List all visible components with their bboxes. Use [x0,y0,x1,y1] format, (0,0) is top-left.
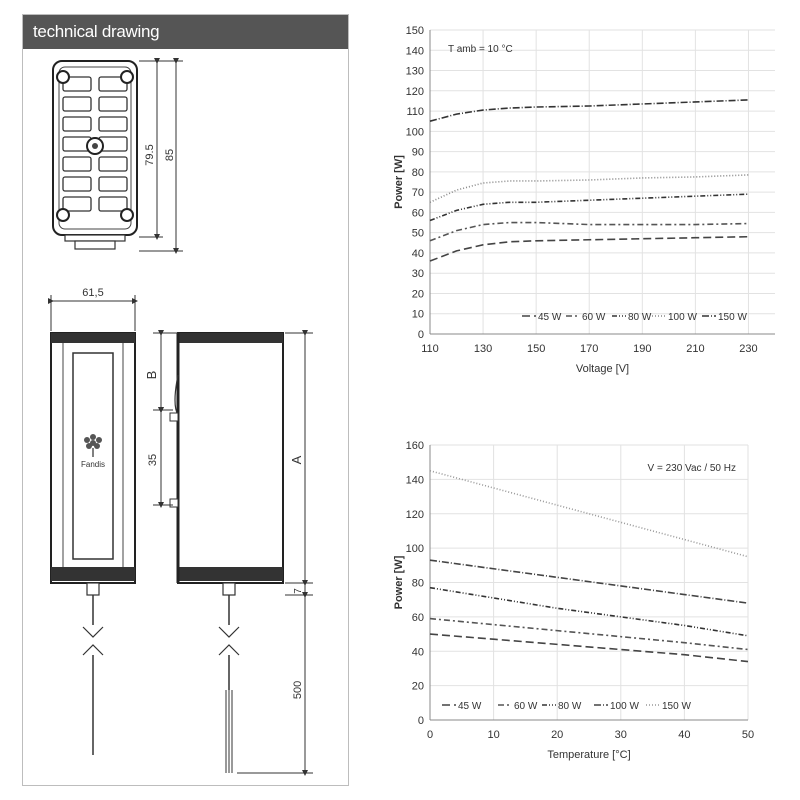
chart2-y-tick-label: 120 [406,509,424,521]
chart2-legend-label: 150 W [662,701,691,712]
chart2-x-tick-label: 30 [615,729,627,741]
chart1-series-line [429,221,749,242]
chart1-legend-label: 100 W [668,312,697,323]
chart1-series-line [429,193,749,222]
power-vs-voltage-chart: 0 10 20 30 40 50 60 70 80 90 100 110 120 130 140 150 110… [393,25,775,375]
chart2-y-tick-label: 60 [412,612,424,624]
chart2-x-tick-label: 10 [487,729,499,741]
chart1-plot-area [430,30,775,334]
chart1-y-tick-label: 150 [406,25,424,37]
chart2-series-line [429,470,749,558]
chart1-y-tick-label: 100 [406,126,424,138]
chart1-legend-label: 45 W [538,312,562,323]
dimension-35: 35 [147,454,159,466]
front-view-dimensions [139,58,183,254]
chart2-x-tick-label: 40 [678,729,690,741]
chart1-y-tick-label: 60 [412,207,424,219]
chart1-x-tick-label: 190 [633,343,651,355]
chart2-x-tick-label: 50 [742,729,754,741]
chart1-x-axis-label: Voltage [V] [576,363,629,375]
chart1-y-tick-label: 50 [412,228,424,240]
chart1-y-tick-label: 70 [412,187,424,199]
header-bar: technical drawing [23,15,348,49]
chart2-annotation: V = 230 Vac / 50 Hz [648,463,736,474]
chart2-legend-label: 60 W [514,701,538,712]
panel-title: technical drawing [33,22,160,41]
chart2-series-line [429,586,749,637]
dimension-b: B [144,371,159,380]
chart1-y-tick-label: 130 [406,66,424,78]
chart2-series-line [429,633,749,663]
chart1-series-line [429,235,749,262]
chart1-y-tick-label: 110 [406,106,424,118]
chart1-x-tick-label: 110 [421,343,439,355]
chart1-legend-label: 60 W [582,312,606,323]
chart2-y-tick-label: 160 [406,440,424,452]
dimension-79-5: 79.5 [144,144,156,165]
chart2-x-axis-label: Temperature [°C] [547,749,630,761]
chart2-y-tick-label: 20 [412,681,424,693]
side-view-left: Fandis [50,332,136,755]
chart1-y-tick-label: 90 [412,147,424,159]
power-vs-temperature-chart: 0 20 40 60 80 100 120 140 160 0 10 20 30 40 50Temperat… [393,440,754,761]
chart2-y-tick-label: 80 [412,578,424,590]
technical-drawing-panel: technical drawing [22,14,349,786]
chart1-x-tick-label: 210 [686,343,704,355]
chart1-y-tick-label: 80 [412,167,424,179]
chart1-y-axis-label: Power [W] [393,155,405,209]
chart1-x-tick-label: 230 [739,343,757,355]
chart2-x-tick-label: 0 [427,729,433,741]
fandis-logo-icon [84,434,102,457]
chart1-legend-label: 80 W [628,312,652,323]
side-view-dimensions [153,330,313,776]
chart2-series-line [429,617,749,651]
logo-text: Fandis [81,460,105,469]
chart1-legend-label: 150 W [718,312,747,323]
chart2-y-axis-label: Power [W] [393,555,405,609]
width-dimension [48,295,138,331]
chart1-y-tick-label: 40 [412,248,424,260]
side-view-right [169,332,284,773]
chart1-x-tick-label: 150 [527,343,545,355]
dimension-61-5: 61,5 [82,287,103,299]
chart2-y-tick-label: 0 [418,715,424,727]
chart2-x-tick-label: 20 [551,729,563,741]
chart2-y-tick-label: 100 [406,543,424,555]
chart1-y-tick-label: 20 [412,288,424,300]
chart1-y-tick-label: 120 [406,86,424,98]
chart1-annotation: T amb = 10 °C [448,44,513,55]
chart1-y-tick-label: 30 [412,268,424,280]
front-view [52,60,138,250]
chart2-series-line [429,559,749,604]
chart1-series-line [429,99,749,122]
chart1-x-tick-label: 130 [474,343,492,355]
dimension-7: 7 [293,588,304,594]
chart1-y-tick-label: 140 [406,45,424,57]
technical-drawing: 79.5 85 61,5 Fandis [48,58,313,776]
dimension-500: 500 [292,681,304,699]
dimension-85: 85 [164,149,176,161]
chart2-y-tick-label: 40 [412,646,424,658]
chart1-y-tick-label: 0 [418,329,424,341]
chart2-legend-label: 45 W [458,701,482,712]
chart1-y-tick-label: 10 [412,309,424,321]
chart2-y-tick-label: 140 [406,474,424,486]
chart2-legend-label: 80 W [558,701,582,712]
chart2-legend-label: 100 W [610,701,639,712]
dimension-a: A [289,455,304,464]
chart1-x-tick-label: 170 [580,343,598,355]
